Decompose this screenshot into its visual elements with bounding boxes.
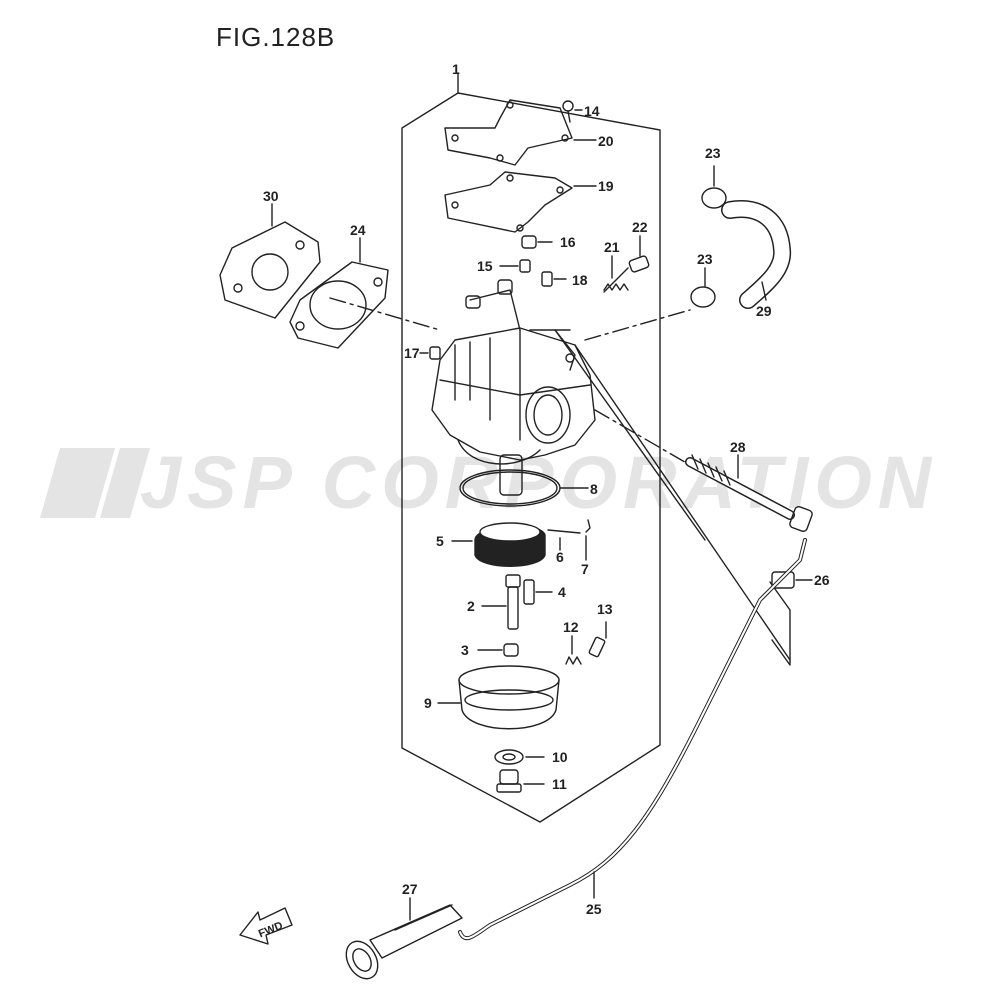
label-part-28: 28 bbox=[730, 439, 746, 455]
label-part-21: 21 bbox=[604, 239, 620, 255]
label-part-10: 10 bbox=[552, 749, 568, 765]
label-part-24: 24 bbox=[350, 222, 366, 238]
label-part-19: 19 bbox=[598, 178, 614, 194]
gasket-24-shape bbox=[289, 261, 389, 349]
label-part-23-upper: 23 bbox=[705, 145, 721, 161]
label-part-22: 22 bbox=[632, 219, 648, 235]
label-part-1: 1 bbox=[452, 61, 460, 77]
label-part-2: 2 bbox=[467, 598, 475, 614]
label-part-29: 29 bbox=[756, 303, 772, 319]
label-part-11: 11 bbox=[552, 776, 567, 792]
label-part-25: 25 bbox=[586, 901, 602, 917]
carburetor-body-shape bbox=[431, 279, 596, 496]
watermark-logo bbox=[40, 448, 150, 518]
label-part-20: 20 bbox=[598, 133, 614, 149]
assembly-outline bbox=[401, 92, 661, 823]
label-part-5: 5 bbox=[436, 533, 444, 549]
label-part-23-lower: 23 bbox=[697, 251, 713, 267]
watermark-text: JSP CORPORATION bbox=[140, 441, 938, 524]
label-part-15: 15 bbox=[477, 258, 493, 274]
label-part-17: 17 bbox=[404, 345, 420, 361]
insulator-30-shape bbox=[219, 221, 321, 319]
label-part-3: 3 bbox=[461, 642, 469, 658]
gasket-20-shape bbox=[444, 99, 573, 166]
label-part-27: 27 bbox=[402, 881, 418, 897]
label-part-8: 8 bbox=[590, 481, 598, 497]
label-part-16: 16 bbox=[560, 234, 576, 250]
fwd-arrow-shape bbox=[239, 907, 293, 945]
label-part-26: 26 bbox=[814, 572, 830, 588]
fwd-label: FWD bbox=[257, 920, 285, 941]
label-part-4: 4 bbox=[558, 584, 566, 600]
label-part-7: 7 bbox=[581, 561, 589, 577]
label-part-6: 6 bbox=[556, 549, 564, 565]
label-part-14: 14 bbox=[584, 103, 600, 119]
figure-title: FIG.128B bbox=[216, 22, 336, 52]
part-labels: 1 14 20 19 16 15 18 21 22 23 23 29 30 24… bbox=[263, 61, 830, 917]
label-part-30: 30 bbox=[263, 188, 279, 204]
label-part-18: 18 bbox=[572, 272, 588, 288]
diaphragm-19-shape bbox=[444, 171, 573, 233]
label-part-12: 12 bbox=[563, 619, 579, 635]
label-part-13: 13 bbox=[597, 601, 613, 617]
label-part-9: 9 bbox=[424, 695, 432, 711]
